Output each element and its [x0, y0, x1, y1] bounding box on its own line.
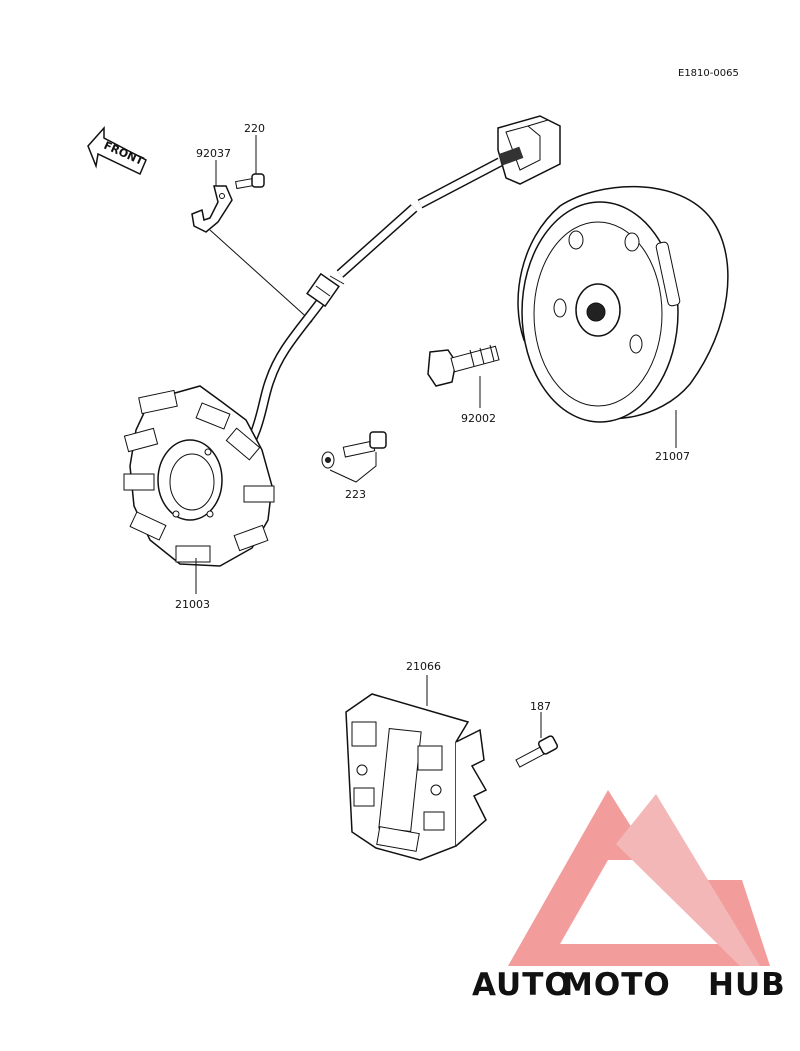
leader-92037-b: [209, 229, 313, 323]
watermark-text-auto: AUTO: [472, 967, 572, 1003]
watermark-logo-icon: [508, 790, 770, 966]
part-21007-flywheel: [517, 185, 729, 423]
part-187-screw: [515, 735, 559, 768]
part-21066-regulator-rectifier: [345, 693, 488, 861]
part-label-92037: 92037: [196, 147, 231, 160]
watermark-text: AUTO MOTO HUB: [472, 967, 786, 1003]
front-arrow-icon: FRONT: [87, 126, 147, 176]
stator-wire-harness: [216, 157, 503, 490]
part-label-21066: 21066: [406, 660, 441, 673]
reference-code: E1810-0065: [678, 68, 739, 79]
part-223-screw-washer: [321, 431, 387, 469]
part-label-21007: 21007: [655, 450, 690, 463]
watermark-text-hub: HUB: [708, 967, 786, 1003]
part-label-92002: 92002: [461, 412, 496, 425]
part-label-220: 220: [244, 122, 265, 135]
part-220-screw: [235, 173, 265, 190]
watermark-text-moto: MOTO: [562, 967, 671, 1003]
part-92002-bolt: [427, 344, 500, 387]
wire-connector: [497, 115, 561, 185]
part-label-223: 223: [345, 488, 366, 501]
leader-223: [329, 452, 377, 483]
part-92037-clamp: [191, 185, 233, 233]
part-label-187: 187: [530, 700, 551, 713]
part-21003-stator: [123, 385, 275, 567]
part-label-21003: 21003: [175, 598, 210, 611]
